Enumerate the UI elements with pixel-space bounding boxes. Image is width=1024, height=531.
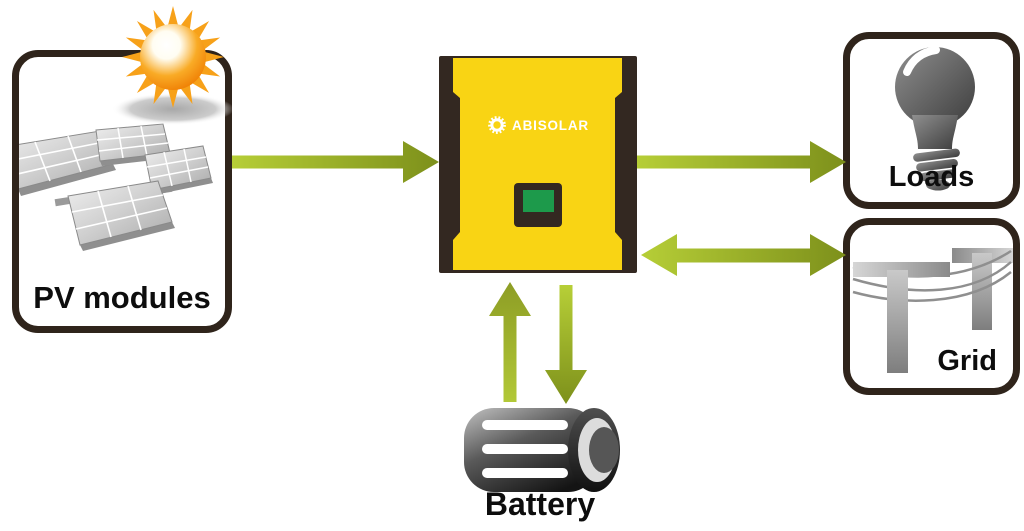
- light-bulb-icon: [895, 46, 975, 191]
- inverter: ABISOLAR: [439, 56, 637, 273]
- sun-shadow: [112, 93, 234, 125]
- inverter-logo: ABISOLAR: [439, 115, 637, 135]
- abisolar-gear-icon: [488, 116, 506, 134]
- power-lines-icon: [852, 248, 1013, 373]
- solar-panels-icon: [19, 123, 213, 251]
- pv-modules-label: PV modules: [33, 280, 211, 315]
- arrow-inverter-to-loads: [637, 141, 846, 183]
- hybrid-inverter-icon: [439, 56, 637, 273]
- sun-icon: [112, 6, 234, 125]
- arrow-pv-to-inverter: [232, 141, 439, 183]
- arrow-inverter-grid-bidirectional: [641, 234, 846, 276]
- grid-label: Grid: [937, 345, 997, 377]
- arrow-battery-to-inverter: [489, 282, 531, 402]
- loads-box: Loads: [843, 32, 1020, 209]
- grid-box: Grid: [843, 218, 1020, 395]
- arrow-inverter-to-battery: [545, 285, 587, 404]
- inverter-display-screen: [523, 190, 554, 212]
- inverter-brand-text: ABISOLAR: [512, 117, 589, 133]
- battery-icon: [464, 408, 620, 492]
- loads-label: Loads: [888, 161, 975, 193]
